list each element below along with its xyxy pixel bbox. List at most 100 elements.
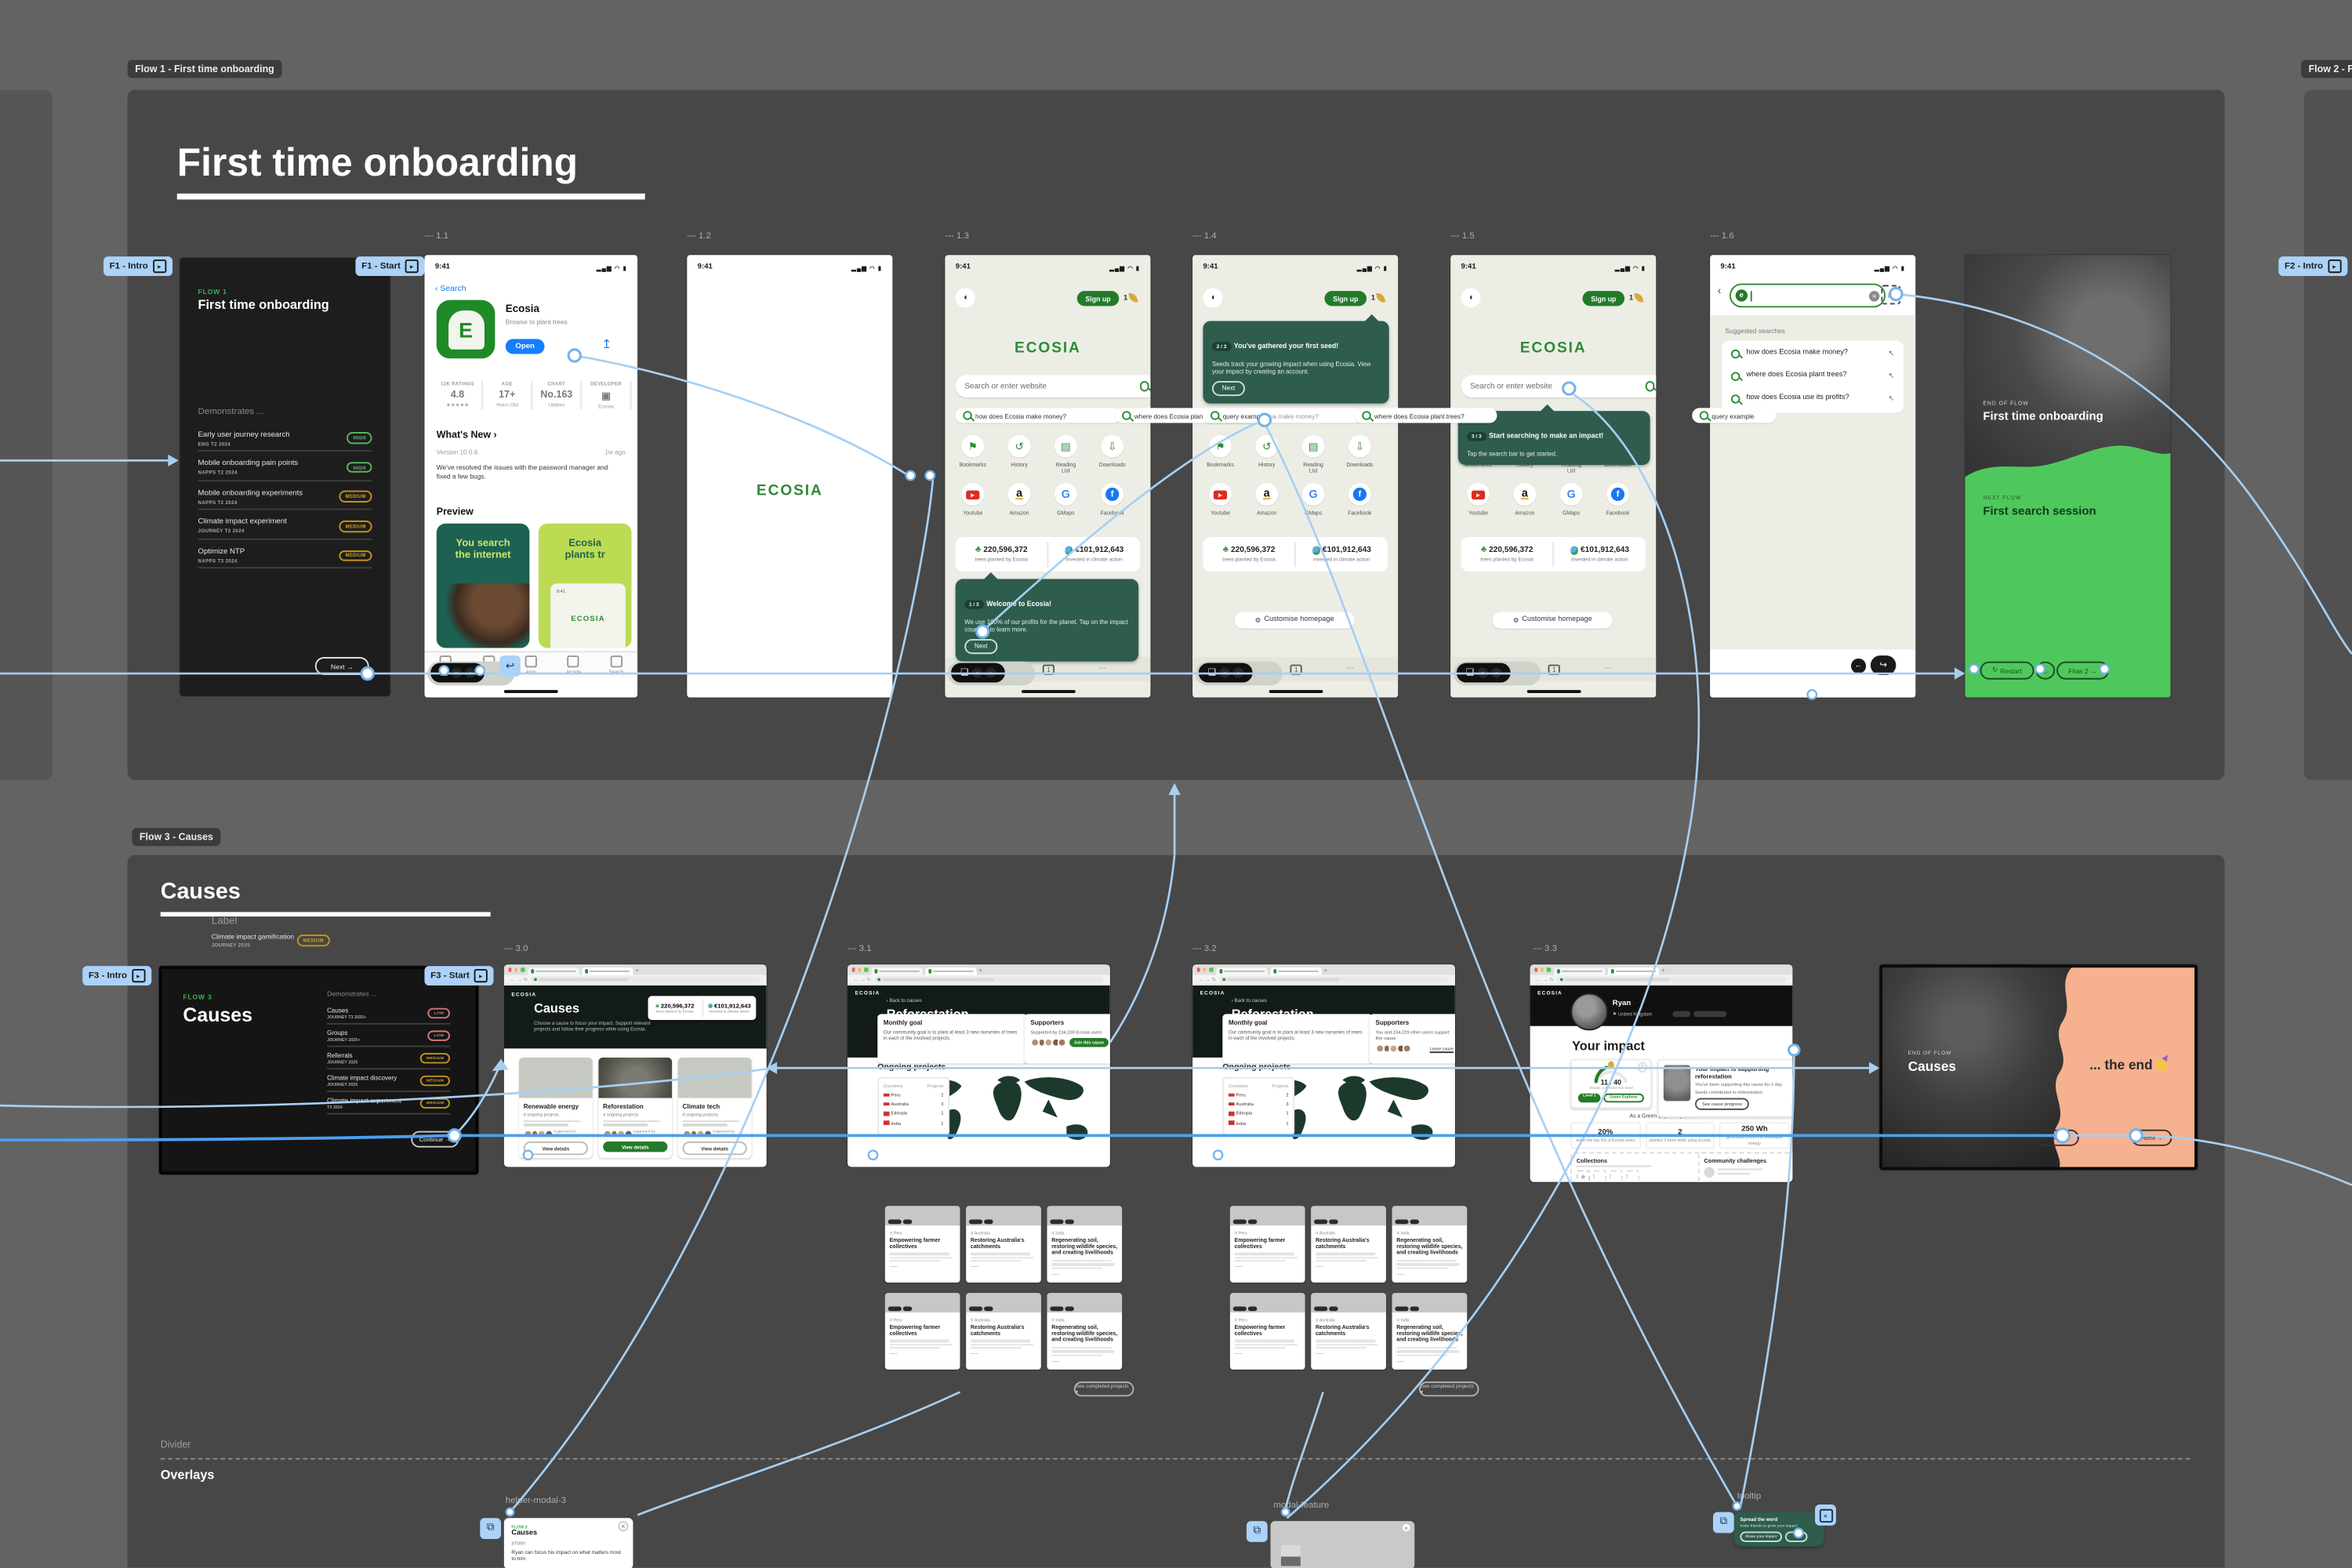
flow3-section[interactable] — [127, 855, 2225, 1568]
prototype-nav-pill[interactable]: ❏«‹ — [430, 662, 485, 683]
scan-icon[interactable]: ▣ — [1881, 285, 1901, 305]
open-button[interactable]: Open — [505, 339, 545, 354]
max-dot[interactable] — [521, 967, 524, 972]
shortcut[interactable]: ▤Reading List — [1301, 434, 1327, 474]
signup-button[interactable]: Sign up — [1324, 291, 1367, 307]
suggestion-chip[interactable]: query example — [1692, 408, 1777, 423]
see-cause-progress-button[interactable]: See cause progress — [1695, 1098, 1749, 1110]
continue-button[interactable]: Continue → — [411, 1131, 459, 1148]
min-dot[interactable] — [514, 967, 518, 972]
back-icon[interactable]: ‹ — [1490, 667, 1501, 678]
frame-1-5-home[interactable]: 9:41▂▄▆ ◠ ▮ ◖ Sign up 1 ECOSIA Search or… — [1450, 255, 1657, 698]
brand-shortcut[interactable]: ▶Youtube — [1465, 483, 1491, 515]
more-icon[interactable]: ⋯ — [1345, 664, 1354, 674]
frame-label-3-3[interactable]: --- 3.3 — [1533, 945, 1558, 954]
tooltip-next-button[interactable]: Next — [1211, 380, 1246, 396]
share-icon[interactable]: ↥ — [601, 337, 612, 351]
see-completed-button[interactable]: See completed projects ▾ — [1418, 1381, 1479, 1397]
f3-intro-frame[interactable]: FLOW 3 Causes Demonstrates ... Causes JO… — [158, 966, 479, 1175]
cause-card[interactable]: Renewable energy 4 ongoing projects Supp… — [519, 1057, 593, 1159]
home-button[interactable]: Home → — [2131, 1129, 2172, 1146]
flow3-end-frame[interactable]: END OF FLOW Causes ... the end ↻Restart … — [1879, 964, 2198, 1171]
f2-intro-tag[interactable]: F2 - Intro▸ — [2278, 256, 2347, 277]
tooltip-next-button[interactable]: Next — [964, 638, 998, 654]
f1-start-tag[interactable]: F1 - Start▸ — [355, 256, 425, 277]
frame-1-6-search[interactable]: 9:41▂▄▆ ◠ ▮ ‹ e ✕ ▣ Suggested searches h… — [1710, 255, 1916, 698]
back-link[interactable]: ‹ Search — [434, 285, 466, 295]
tab-item[interactable]: Search — [595, 652, 637, 678]
search-field[interactable]: e ✕ — [1730, 283, 1886, 308]
frame-label-1-3[interactable]: --- 1.3 — [945, 232, 970, 242]
modal-feature-card[interactable]: ✕ — [1270, 1521, 1415, 1568]
close-dot[interactable] — [508, 967, 512, 972]
helper-modal-label[interactable]: helper-modal-3 — [505, 1497, 567, 1506]
tab-item[interactable]: Arcade — [553, 652, 595, 678]
clear-icon[interactable]: ✕ — [1868, 290, 1880, 301]
frame-label-3-2[interactable]: --- 3.2 — [1192, 945, 1217, 954]
more-icon[interactable]: ⋯ — [1098, 664, 1106, 674]
notifications-bell-icon[interactable]: ◖ — [955, 288, 975, 308]
tooltip-overlay-card[interactable]: Spread the word Invite friends to grow y… — [1733, 1512, 1824, 1546]
back-all-icon[interactable]: « — [451, 667, 462, 678]
back-to-causes-link[interactable]: ‹ Back to causes — [1231, 997, 1267, 1004]
search-bar[interactable]: Search or enter website — [955, 375, 1151, 398]
flow2-section-label[interactable]: Flow 2 - F — [2301, 60, 2352, 78]
frame-label-1-4[interactable]: --- 1.4 — [1192, 232, 1217, 242]
more-icon[interactable]: ⋯ — [1604, 664, 1612, 674]
notifications-bell-icon[interactable]: ◖ — [1461, 288, 1481, 308]
f1-intro-frame[interactable]: FLOW 1 First time onboarding Demonstrate… — [180, 258, 390, 696]
back-icon[interactable]: ‹ — [985, 667, 996, 678]
back-chevron-icon[interactable]: ‹ — [1717, 286, 1722, 297]
flow2-button[interactable]: Flow 2 → — [2056, 661, 2110, 680]
next-button[interactable]: Next → — [314, 657, 369, 675]
f3-intro-tag[interactable]: F3 - Intro▸ — [82, 966, 151, 986]
close-icon[interactable]: ✕ — [618, 1521, 629, 1532]
back-icon[interactable]: ‹ — [1232, 667, 1243, 678]
see-completed-button[interactable]: See completed projects ▾ — [1073, 1381, 1134, 1397]
frame-3-3-your-impact[interactable]: + ← → ↻ ECOSIA Ryan ⚑ United Kingdom You… — [1530, 964, 1793, 1182]
close-overlay-tag[interactable]: ✕ — [1815, 1504, 1836, 1526]
prototype-nav-pill[interactable]: ❏«‹ — [1456, 662, 1511, 683]
back-all-icon[interactable]: « — [1218, 667, 1230, 678]
frame-label-1-1[interactable]: --- 1.1 — [424, 232, 449, 242]
view-details-button[interactable]: View details — [523, 1142, 589, 1155]
helper-modal-card[interactable]: ✕ FLOW 3 Causes STORY Ryan can focus his… — [503, 1518, 633, 1568]
back-icon[interactable]: ‹ — [464, 667, 475, 678]
search-bar[interactable]: Search or enter website — [1461, 375, 1657, 398]
f1-intro-tag[interactable]: F1 - Intro▸ — [103, 256, 172, 277]
view-details-button[interactable]: View details — [682, 1142, 747, 1155]
frame-label-3-1[interactable]: --- 3.1 — [848, 945, 872, 954]
home-button[interactable]: ⌂ — [2035, 661, 2056, 680]
close-icon[interactable]: ✕ — [1402, 1523, 1410, 1532]
dismiss-button[interactable]: ✕ — [1784, 1531, 1808, 1542]
cause-card[interactable]: Climate tech 4 ongoing projects Supporte… — [677, 1057, 752, 1159]
frame-3-2-reforestation-joined[interactable]: + ← → ↻ ECOSIA ‹ Back to causes Reforest… — [1192, 964, 1455, 1167]
frame-label-3-0[interactable]: --- 3.0 — [503, 945, 528, 954]
restart-button[interactable]: ↻Restart — [2035, 1129, 2079, 1146]
frame-1-3-home[interactable]: 9:41▂▄▆ ◠ ▮ ◖ Sign up 1 ECOSIA Search or… — [945, 255, 1151, 698]
join-cause-button[interactable]: Join this cause — [1069, 1038, 1109, 1048]
f3-start-tag[interactable]: F3 - Start▸ — [424, 966, 494, 986]
flow3-section-label[interactable]: Flow 3 - Causes — [132, 828, 221, 847]
new-tab-icon[interactable]: + — [635, 966, 639, 974]
